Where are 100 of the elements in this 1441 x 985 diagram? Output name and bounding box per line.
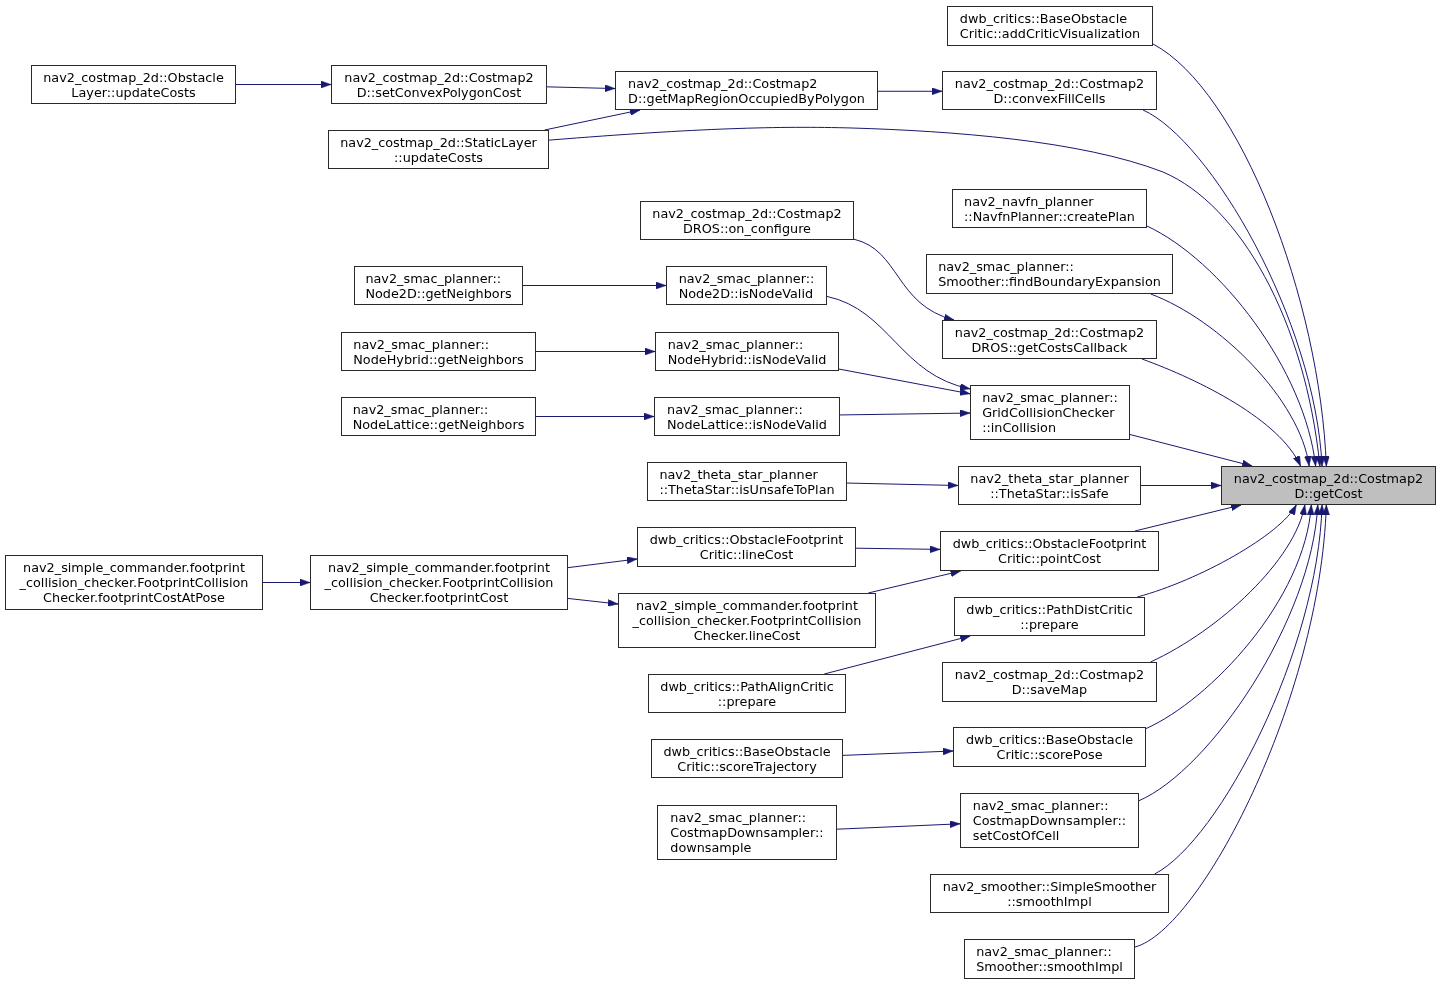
function-box	[942, 320, 1157, 359]
function-box	[647, 462, 847, 501]
function-name: nav2_smac_planner:: NodeHybrid::getNeighbors	[353, 336, 524, 367]
function-box	[310, 555, 568, 610]
function-box	[31, 65, 236, 104]
arrow	[1134, 504, 1330, 948]
arrow	[846, 481, 959, 490]
function-box	[953, 727, 1146, 767]
function-box	[5, 555, 263, 610]
function-name: dwb_critics::BaseObstacle Critic::scorePose	[965, 732, 1134, 762]
arrow	[535, 412, 655, 421]
function-name: nav2_smac_planner:: Smoother::smoothImpl	[976, 944, 1123, 974]
function-name: nav2_smac_planner:: Node2D::isNodeValid	[678, 270, 815, 301]
arrow	[855, 545, 941, 553]
arrow	[1141, 358, 1302, 467]
function-name: nav2_costmap_2d::Costmap2 DROS::on_configure	[652, 205, 842, 236]
highlighted-function-box	[1221, 466, 1436, 505]
arrow	[823, 634, 971, 675]
function-name: nav2_costmap_2d::Costmap2 D::saveMap	[954, 667, 1145, 697]
arrow	[1150, 293, 1311, 467]
function-box	[947, 6, 1153, 46]
arrow	[262, 578, 311, 587]
arrow	[567, 597, 619, 607]
function-name: nav2_smac_planner:: GridCollisionChecker ::inCollision	[982, 390, 1118, 435]
function-box	[328, 130, 549, 169]
arrow	[1154, 504, 1325, 875]
function-name: nav2_navfn_planner ::NavfnPlanner::createPlan	[964, 193, 1135, 224]
arrow	[1150, 504, 1306, 663]
function-box	[930, 874, 1169, 913]
function-name: nav2_costmap_2d::Costmap2 D::convexFillCells	[954, 75, 1145, 106]
function-box	[354, 266, 523, 305]
function-name: dwb_critics::PathDistCritic ::prepare	[966, 601, 1133, 632]
arrow	[1152, 43, 1330, 467]
arrow	[877, 87, 943, 96]
function-name: nav2_smac_planner:: Smoother::findBoundaryExpansion	[938, 259, 1161, 289]
arrow	[1136, 504, 1297, 598]
function-name: nav2_smac_planner:: NodeLattice::getNeighbors	[352, 401, 525, 432]
arrow	[1134, 503, 1242, 532]
function-name: nav2_costmap_2d::Obstacle Layer::updateCosts	[43, 69, 224, 100]
function-name: nav2_costmap_2d::Costmap2 D::setConvexPolygonCost	[344, 69, 534, 100]
function-name: nav2_smac_planner:: CostmapDownsampler:: setCostOfCell	[972, 798, 1127, 843]
function-name: nav2_costmap_2d::Costmap2 DROS::getCostsCallback	[954, 324, 1145, 355]
arrow	[842, 747, 954, 756]
function-name: nav2_theta_star_planner ::ThetaStar::isUnsafeToPlan	[659, 466, 835, 497]
function-box	[648, 674, 846, 713]
function-box	[954, 597, 1145, 636]
function-box	[654, 397, 840, 436]
arrow	[1146, 225, 1318, 467]
function-box	[637, 527, 856, 567]
function-name: nav2_theta_star_planner ::ThetaStar::isSafe	[970, 470, 1129, 501]
function-name: nav2_simple_commander.footprint _collision_checker.FootprintCollision Checker.lineCost	[632, 598, 862, 643]
function-name: dwb_critics::BaseObstacle Critic::scoreTrajectory	[663, 743, 831, 774]
function-box	[964, 939, 1135, 979]
function-name: nav2_simple_commander.footprint _collision_checker.FootprintCollision Checker.footprintCost	[324, 560, 554, 605]
arrow	[836, 820, 961, 830]
function-box	[942, 71, 1157, 110]
arrow	[567, 556, 638, 569]
arrow	[1145, 504, 1314, 730]
arrow	[867, 569, 962, 594]
function-box	[341, 332, 536, 371]
function-name: dwb_critics::PathAlignCritic ::prepare	[660, 678, 834, 709]
function-box	[942, 662, 1157, 702]
function-name: nav2_costmap_2d::Costmap2 D::getCost	[1233, 470, 1424, 501]
arrow	[548, 126, 1323, 467]
function-name: dwb_critics::ObstacleFootprint Critic::pointCost	[952, 536, 1147, 566]
function-box	[970, 385, 1130, 440]
function-name: nav2_smac_planner:: NodeHybrid::isNodeValid	[667, 336, 827, 367]
arrow	[1142, 109, 1325, 467]
function-box	[341, 397, 536, 436]
function-name: dwb_critics::ObstacleFootprint Critic::lineCost	[649, 532, 844, 562]
function-name: nav2_simple_commander.footprint _collision_checker.FootprintCollision Checker.footprintCostAtPose	[19, 560, 249, 605]
function-box	[615, 71, 878, 110]
arrow	[838, 368, 971, 396]
arrow	[1140, 481, 1222, 490]
arrow	[1129, 434, 1253, 468]
function-box	[666, 266, 827, 305]
arrow	[546, 84, 616, 93]
function-name: nav2_costmap_2d::StaticLayer ::updateCosts	[340, 134, 537, 165]
function-box	[940, 531, 1159, 571]
arrow	[826, 295, 971, 390]
arrow	[544, 108, 641, 131]
function-name: dwb_critics::BaseObstacle Critic::addCriticVisualization	[959, 11, 1141, 41]
arrow	[1138, 504, 1321, 802]
function-box	[331, 65, 547, 104]
function-box	[657, 805, 837, 860]
function-box	[952, 189, 1147, 228]
function-name: nav2_smoother::SimpleSmoother ::smoothImpl	[942, 878, 1157, 909]
function-name: nav2_smac_planner:: NodeLattice::isNodeValid	[667, 401, 827, 432]
arrow	[535, 347, 656, 356]
arrow	[853, 238, 955, 321]
arrow	[522, 281, 667, 290]
function-box	[640, 201, 854, 240]
function-box	[618, 593, 876, 648]
function-box	[960, 793, 1139, 848]
function-name: nav2_smac_planner:: CostmapDownsampler:: downsample	[670, 810, 824, 855]
function-name: nav2_costmap_2d::Costmap2 D::getMapRegionOccupiedByPolygon	[628, 75, 865, 106]
function-box	[651, 739, 843, 778]
arrow	[235, 80, 332, 89]
function-box	[926, 254, 1173, 294]
function-box	[958, 466, 1141, 505]
